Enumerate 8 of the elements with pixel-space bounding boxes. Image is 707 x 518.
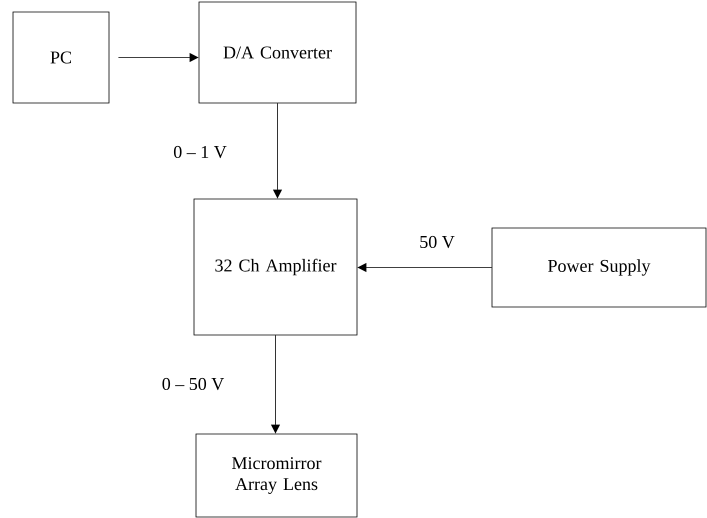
- process-box: Power Supply: [492, 228, 706, 308]
- edge-label: 50 V: [418, 234, 456, 250]
- process-box: PC: [12, 12, 110, 104]
- process-box: Micromirror Array Lens: [196, 434, 358, 518]
- process-box: D/A Converter: [198, 2, 356, 104]
- process-box: 32 Ch Amplifier: [194, 198, 358, 336]
- edge-label: 0 – 1 V: [172, 144, 228, 160]
- edge-label: 0 – 50 V: [160, 376, 226, 392]
